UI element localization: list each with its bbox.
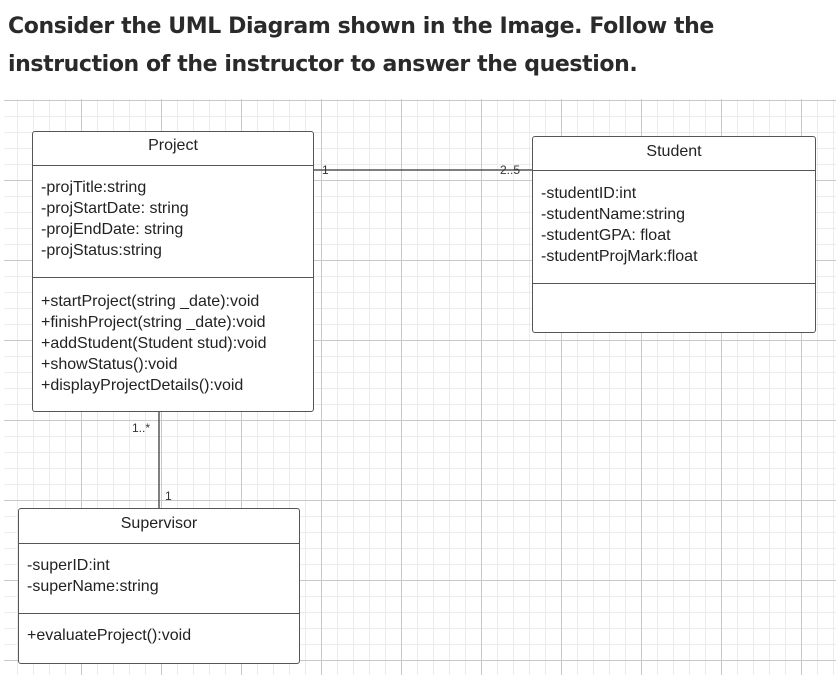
method: +addStudent(Student stud):void [41, 335, 267, 352]
question-text: Consider the UML Diagram shown in the Im… [8, 14, 714, 77]
attribute: -studentName:string [541, 206, 686, 223]
attributes-section: -studentID:int -studentName:string -stud… [533, 171, 815, 284]
attribute: -studentGPA: float [541, 227, 671, 244]
multiplicity-project-to-supervisor: 1..* [132, 421, 151, 435]
attribute: -projEndDate: string [41, 221, 184, 238]
attribute: -studentID:int [541, 185, 637, 202]
multiplicity-project-to-student: 1 [322, 163, 329, 177]
method: +showStatus():void [41, 356, 178, 373]
methods-section: +evaluateProject():void [19, 614, 299, 646]
multiplicity-supervisor-end: 1 [165, 489, 172, 503]
class-name: Supervisor [19, 509, 299, 544]
attributes-section: -superID:int -superName:string [19, 544, 299, 614]
attribute: -superID:int [27, 557, 110, 574]
methods-section: +startProject(string _date):void +finish… [33, 278, 313, 396]
class-student[interactable]: Student -studentID:int -studentName:stri… [532, 136, 816, 333]
class-name: Student [533, 137, 815, 171]
attribute: -projStartDate: string [41, 200, 189, 217]
class-name: Project [33, 132, 313, 166]
attributes-section: -projTitle:string -projStartDate: string… [33, 166, 313, 278]
attribute: -projStatus:string [41, 242, 162, 259]
class-supervisor[interactable]: Supervisor -superID:int -superName:strin… [18, 508, 300, 664]
attribute: -superName:string [27, 578, 159, 595]
method: +finishProject(string _date):void [41, 314, 266, 331]
method: +evaluateProject():void [27, 627, 192, 644]
attribute: -projTitle:string [41, 179, 147, 196]
class-project[interactable]: Project -projTitle:string -projStartDate… [32, 131, 314, 412]
multiplicity-student-end: 2..5 [500, 163, 521, 177]
attribute: -studentProjMark:float [541, 248, 698, 265]
method: +displayProjectDetails():void [41, 377, 244, 394]
method: +startProject(string _date):void [41, 293, 260, 310]
